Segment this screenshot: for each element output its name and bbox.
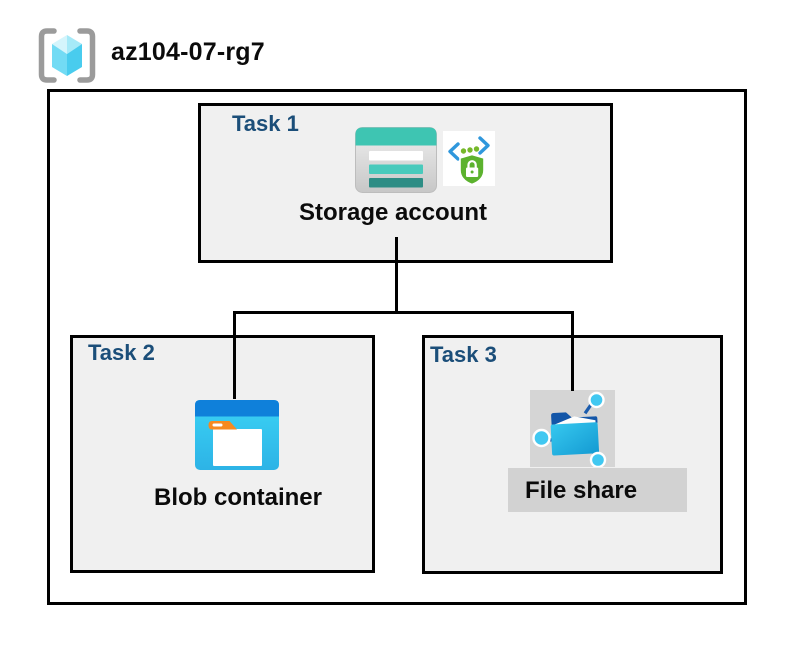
file-share-label-background — [508, 468, 687, 512]
blob-container-label: Blob container — [153, 484, 322, 511]
file-share-icon — [532, 391, 607, 467]
task1-label: Task 1 — [232, 111, 299, 136]
connector-to-blob-container — [233, 311, 236, 399]
storage-account-label: Storage account — [298, 199, 488, 226]
blob-container-icon — [195, 400, 279, 470]
task2-label: Task 2 — [88, 340, 155, 365]
resource-group-icon — [38, 28, 96, 83]
connector-storage-stem — [395, 237, 398, 313]
connector-horizontal — [233, 311, 574, 314]
task3-label: Task 3 — [430, 342, 497, 367]
resource-group-name: az104-07-rg7 — [111, 38, 265, 66]
file-share-label: File share — [525, 477, 638, 504]
code-brackets-shield-lock-icon — [443, 131, 495, 186]
storage-account-icon — [355, 127, 437, 193]
connector-to-file-share — [571, 311, 574, 391]
